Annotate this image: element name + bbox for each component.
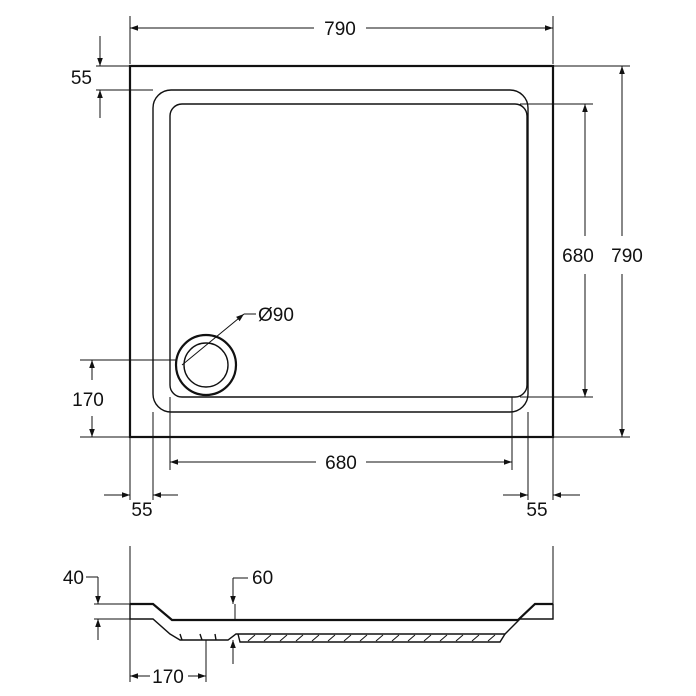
hatch-stroke bbox=[391, 634, 400, 642]
inner-width-label: 680 bbox=[325, 453, 357, 474]
dim-drain-offset: 170 bbox=[72, 359, 176, 438]
hatch-stroke bbox=[439, 634, 448, 642]
plan-view: Ø90 790 55 680 bbox=[71, 16, 643, 521]
section-hatching bbox=[247, 634, 496, 642]
dim-drain-depth: 60 bbox=[230, 568, 273, 664]
dim-overall-depth: 790 bbox=[553, 65, 643, 438]
hatch-stroke bbox=[487, 634, 496, 642]
drain-leader-line bbox=[181, 313, 245, 366]
hatch-stroke bbox=[407, 634, 416, 642]
hatch-stroke bbox=[263, 634, 272, 642]
basin-inner-edge bbox=[169, 103, 528, 398]
dim-overall-width: 790 bbox=[129, 16, 554, 64]
overall-depth-label: 790 bbox=[611, 246, 643, 267]
hatch-stroke bbox=[423, 634, 432, 642]
tray-outline bbox=[128, 64, 555, 439]
section-base bbox=[237, 633, 506, 643]
drain-depth-label: 60 bbox=[252, 568, 273, 589]
hatch-stroke bbox=[295, 634, 304, 642]
section-top-profile bbox=[130, 602, 553, 622]
drain-outer-circle bbox=[174, 333, 238, 397]
section-rim-edge bbox=[129, 604, 554, 641]
hatch-stroke bbox=[375, 634, 384, 642]
dim-inner-width: 680 bbox=[169, 397, 513, 474]
hatch-stroke bbox=[359, 634, 368, 642]
hatch-stroke bbox=[327, 634, 336, 642]
dim-section-height: 40 bbox=[63, 568, 130, 640]
section-height-label: 40 bbox=[63, 568, 84, 589]
rim-right-label: 55 bbox=[526, 500, 547, 521]
inner-depth-label: 680 bbox=[562, 246, 594, 267]
dim-rim-right: 55 bbox=[503, 412, 580, 521]
dim-inner-depth: 680 bbox=[520, 103, 594, 398]
hatch-stroke bbox=[455, 634, 464, 642]
drain-inner-circle bbox=[183, 342, 229, 388]
overall-width-label: 790 bbox=[324, 19, 356, 40]
drain-diameter-label: Ø90 bbox=[258, 305, 294, 326]
section-drain bbox=[179, 633, 217, 641]
rim-top-label: 55 bbox=[71, 68, 92, 89]
basin-outer-edge bbox=[152, 89, 529, 413]
hatch-stroke bbox=[311, 634, 320, 642]
hatch-stroke bbox=[471, 634, 480, 642]
hatch-stroke bbox=[279, 634, 288, 642]
dim-section-drain-offset: 170 bbox=[129, 619, 207, 688]
dim-rim-left: 55 bbox=[104, 412, 178, 521]
drain-offset-label: 170 bbox=[72, 390, 104, 411]
hatch-stroke bbox=[343, 634, 352, 642]
section-drain-offset-label: 170 bbox=[152, 667, 184, 688]
hatch-stroke bbox=[247, 634, 256, 642]
section-view: 40 60 170 bbox=[63, 546, 554, 688]
dim-rim-top: 55 bbox=[71, 36, 153, 118]
rim-left-label: 55 bbox=[131, 500, 152, 521]
